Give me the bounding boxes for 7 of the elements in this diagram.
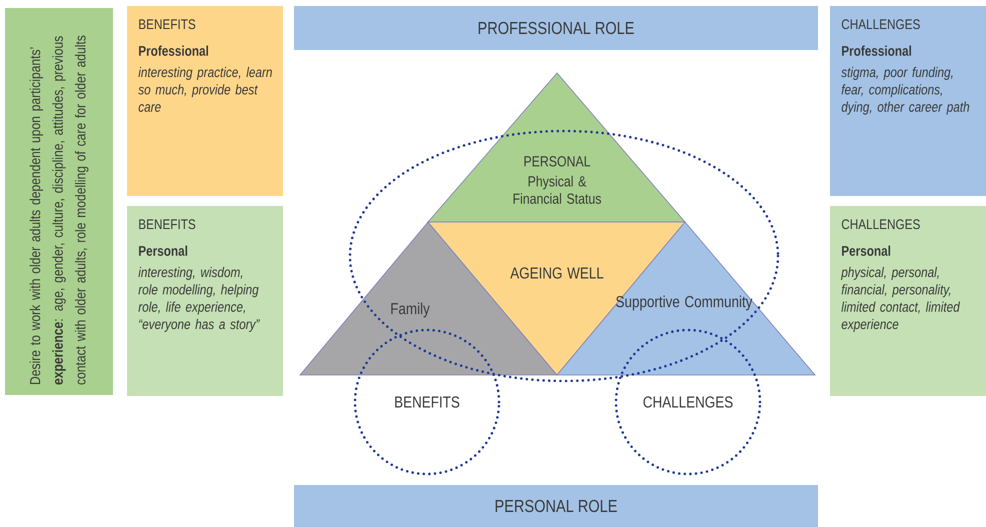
challenges-panel: CHALLENGES Professional stigma, poor funding, fear, complications, dying, other career path (830, 6, 986, 196)
challenges-panel: CHALLENGES Personal physical, personal, financial, personality, limited contact, limited experience (830, 206, 986, 396)
role-band: PERSONAL ROLE (294, 485, 818, 527)
benefits-panel: BENEFITS Professional interesting practice, learn so much, provide best care (127, 6, 283, 196)
benefits-panel: BENEFITS Personal interesting, wisdom, role modelling, helping role, life experience, “everyone has a story” (127, 206, 283, 396)
text-panel: Desire to work with older adults dependent upon participants’ experience: age, gender, culture, discipline, attitudes, previous contact with older adults, role modelling of care for older adults (5, 8, 113, 395)
role-band: PROFESSIONAL ROLE (294, 6, 818, 50)
